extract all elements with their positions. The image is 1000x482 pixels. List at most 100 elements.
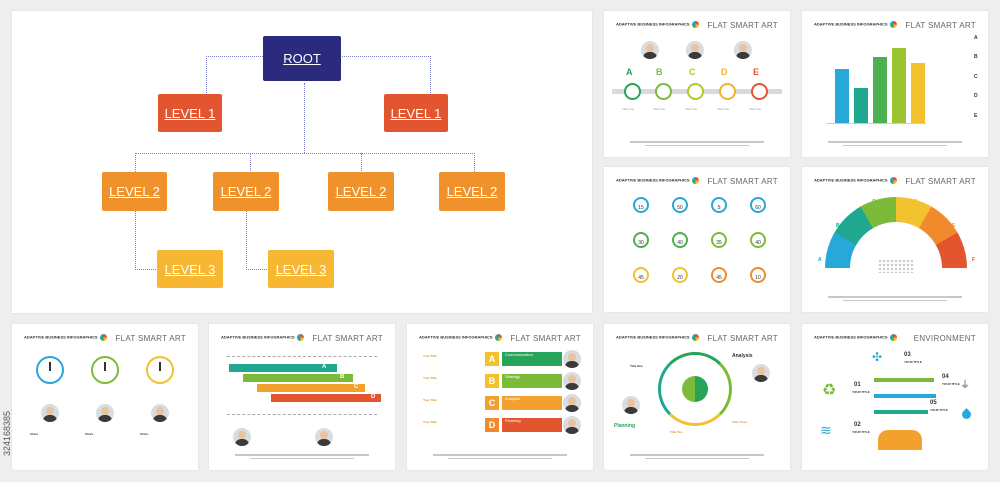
env-title: YOUR TITLE	[852, 390, 870, 394]
person-avatar-icon	[686, 41, 704, 59]
clock-icon	[91, 356, 119, 384]
logo-icon	[889, 21, 897, 28]
level2-node-1[interactable]: LEVEL 2	[102, 172, 167, 211]
person-avatar-icon	[734, 41, 752, 59]
fan-letter: F	[972, 257, 976, 263]
person-avatar-icon	[151, 404, 169, 422]
gauge-icon: 60	[750, 197, 766, 213]
lightbulb-icon	[682, 376, 708, 402]
footer-text	[623, 139, 772, 149]
root-node[interactable]: ROOT	[263, 36, 341, 81]
cycle-ring	[658, 352, 732, 426]
hbar	[271, 394, 381, 402]
clock-icon	[146, 356, 174, 384]
logo-icon	[691, 334, 699, 341]
slide-title: FLAT SMART ART	[905, 21, 976, 30]
level1-node-right[interactable]: LEVEL 1	[384, 94, 448, 132]
slide-title: FLAT SMART ART	[707, 177, 778, 186]
clock-icon	[36, 356, 64, 384]
slide-environment[interactable]: ADAPTIVE BUSINESS INFOGRAPHICS ENVIRONME…	[802, 324, 988, 470]
list-title: Your Title	[423, 398, 437, 402]
level1-node-left[interactable]: LEVEL 1	[158, 94, 222, 132]
env-title: YOUR TITLE	[904, 360, 922, 364]
cycle-label: Planning	[614, 423, 636, 429]
list-letter: B	[485, 374, 499, 388]
brand-label: ADAPTIVE BUSINESS INFOGRAPHICS	[616, 177, 699, 184]
bar	[835, 69, 849, 123]
person-avatar-icon	[563, 394, 581, 412]
slide-cycle[interactable]: ADAPTIVE BUSINESS INFOGRAPHICS FLAT SMAR…	[604, 324, 790, 470]
slide-title: FLAT SMART ART	[115, 334, 186, 343]
list-title: Your Title	[423, 420, 437, 424]
slide-steps[interactable]: ADAPTIVE BUSINESS INFOGRAPHICS FLAT SMAR…	[604, 11, 790, 157]
gauge-icon: 40	[672, 232, 688, 248]
hbar-letter: B	[340, 374, 345, 380]
step-title: Title One	[685, 107, 698, 111]
person-avatar-icon	[563, 350, 581, 368]
clock-label: Chart	[85, 432, 93, 436]
env-number: 01	[854, 382, 861, 388]
brand-label: ADAPTIVE BUSINESS INFOGRAPHICS	[814, 177, 897, 184]
logo-icon	[691, 177, 699, 184]
step-letter: C	[689, 67, 696, 77]
gauge-icon: 45	[711, 267, 727, 283]
legend-letter: C	[974, 74, 978, 80]
list-label: Communication	[502, 352, 562, 366]
clock-label: Chart	[140, 432, 148, 436]
logo-icon	[99, 334, 107, 341]
fan-letter: D	[914, 199, 918, 205]
gauge-icon: 35	[711, 232, 727, 248]
person-avatar-icon	[641, 41, 659, 59]
env-number: 02	[854, 422, 861, 428]
connector	[206, 56, 309, 107]
arrows-graphic	[874, 370, 944, 430]
gauge-icon: 5	[711, 197, 727, 213]
slide-fan[interactable]: ADAPTIVE BUSINESS INFOGRAPHICS FLAT SMAR…	[802, 167, 988, 312]
connector	[135, 153, 475, 174]
logo-icon	[494, 334, 502, 341]
person-avatar-icon	[315, 428, 333, 446]
hbar-letter: A	[322, 364, 327, 370]
person-avatar-icon	[563, 372, 581, 390]
gauge-icon: 45	[633, 267, 649, 283]
bar	[854, 87, 868, 123]
level2-node-2[interactable]: LEVEL 2	[213, 172, 279, 211]
slide-org-chart[interactable]: ROOT LEVEL 1 LEVEL 1 LEVEL 2 LEVEL 2 LEV…	[12, 11, 592, 313]
slide-clocks[interactable]: ADAPTIVE BUSINESS INFOGRAPHICS FLAT SMAR…	[12, 324, 198, 470]
step-letter: A	[626, 67, 633, 77]
env-number: 03	[904, 352, 911, 358]
level2-node-3[interactable]: LEVEL 2	[328, 172, 394, 211]
footer-text	[228, 452, 377, 462]
step-icon	[687, 83, 704, 100]
slide-title: FLAT SMART ART	[510, 334, 581, 343]
step-title: Title One	[717, 107, 730, 111]
person-avatar-icon	[96, 404, 114, 422]
slide-letter-list[interactable]: ADAPTIVE BUSINESS INFOGRAPHICS FLAT SMAR…	[407, 324, 593, 470]
footer-text	[821, 139, 970, 149]
slide-hbars[interactable]: ADAPTIVE BUSINESS INFOGRAPHICS FLAT SMAR…	[209, 324, 395, 470]
brand-label: ADAPTIVE BUSINESS INFOGRAPHICS	[814, 21, 897, 28]
level3-node-1[interactable]: LEVEL 3	[157, 250, 223, 288]
fan-letter: E	[952, 223, 956, 229]
hbar	[257, 384, 365, 392]
step-icon	[751, 83, 768, 100]
plug-icon: ⏚	[960, 380, 970, 391]
connector	[304, 83, 305, 153]
person-avatar-icon	[41, 404, 59, 422]
wave-icon: ≋	[820, 422, 832, 438]
slide-gauges[interactable]: ADAPTIVE BUSINESS INFOGRAPHICS FLAT SMAR…	[604, 167, 790, 312]
wind-turbine-icon: ✣	[872, 350, 883, 364]
level3-node-2[interactable]: LEVEL 3	[268, 250, 334, 288]
env-title: YOUR TITLE	[930, 408, 948, 412]
env-number: 05	[930, 400, 937, 406]
slide-bar-chart[interactable]: ADAPTIVE BUSINESS INFOGRAPHICS FLAT SMAR…	[802, 11, 988, 157]
level2-node-4[interactable]: LEVEL 2	[439, 172, 505, 211]
step-title: Title One	[749, 107, 762, 111]
step-letter: E	[753, 67, 760, 77]
logo-icon	[889, 334, 897, 341]
footer-text	[623, 452, 772, 462]
brand-label: ADAPTIVE BUSINESS INFOGRAPHICS	[221, 334, 304, 341]
hbar	[229, 364, 337, 372]
footer-text	[821, 294, 970, 304]
env-number: 04	[942, 374, 949, 380]
